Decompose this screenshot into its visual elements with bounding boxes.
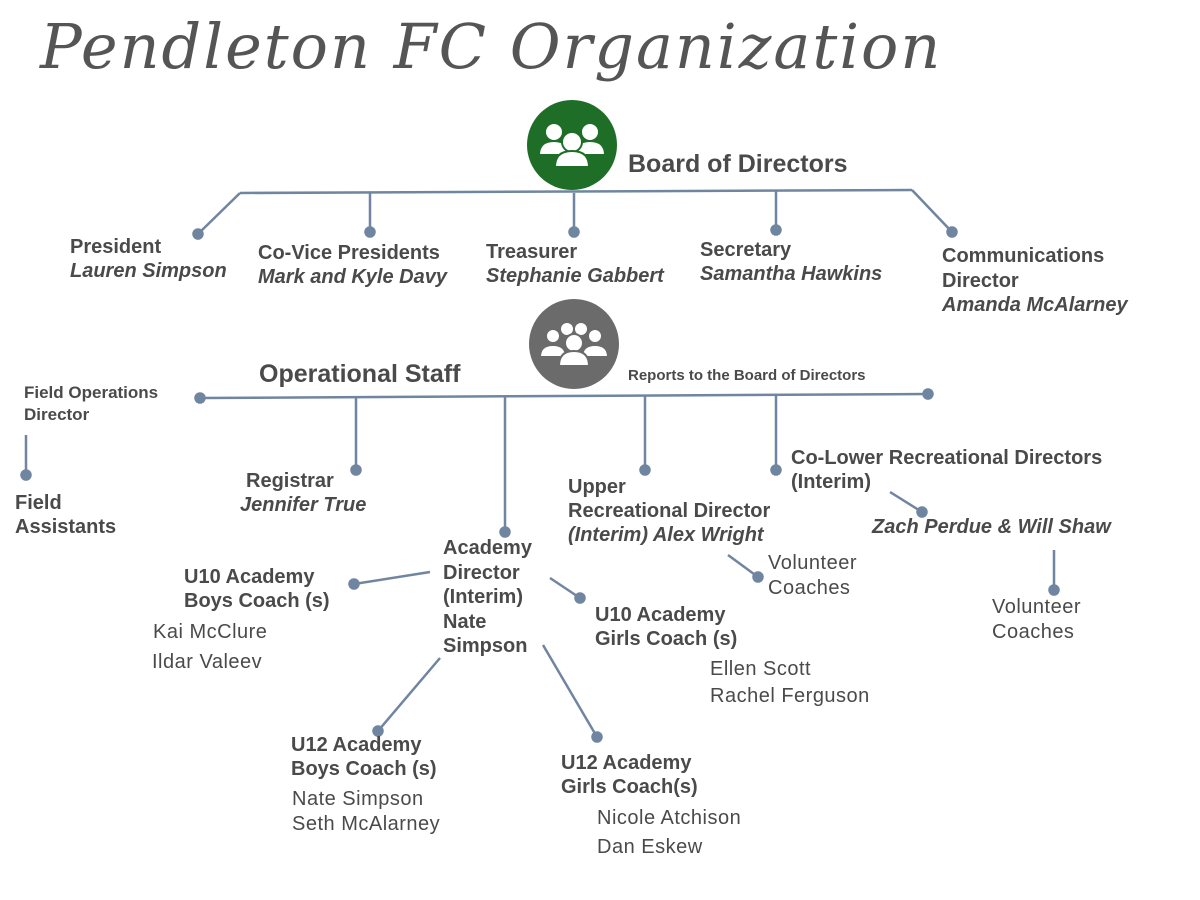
- vice-president-role: Co-Vice Presidents: [258, 242, 440, 264]
- communications-role: Communications: [942, 245, 1105, 267]
- president-name: Lauren Simpson: [70, 260, 227, 282]
- treasurer-role: Treasurer: [486, 241, 578, 263]
- upper-rec-vol2: Coaches: [768, 577, 851, 599]
- board-group-icon: [527, 100, 617, 190]
- communications-role-2: Director: [942, 270, 1019, 292]
- u10-girls-l1: U10 Academy: [595, 604, 726, 626]
- u12-girls-l2: Girls Coach(s): [561, 776, 698, 798]
- vice-president-name: Mark and Kyle Davy: [258, 266, 447, 288]
- academy-l3: (Interim): [443, 586, 523, 608]
- staff-connectors: [20, 388, 1060, 743]
- u10-boys-c2: Ildar Valeev: [152, 651, 263, 673]
- upper-rec-l1: Upper: [568, 476, 626, 498]
- academy-l1: Academy: [443, 537, 532, 559]
- upper-rec-l2: Recreational Director: [568, 500, 771, 522]
- u12-girls-c1: Nicole Atchison: [597, 807, 742, 829]
- field-ops-l2: Director: [24, 405, 90, 424]
- communications-name: Amanda McAlarney: [942, 294, 1128, 316]
- president-role: President: [70, 236, 162, 258]
- lower-rec-vol1: Volunteer: [992, 596, 1082, 618]
- upper-rec-l3: (Interim) Alex Wright: [568, 524, 764, 546]
- lower-rec-l2: (Interim): [791, 471, 871, 493]
- field-assistants-l1: Field: [15, 492, 62, 514]
- u10-boys-l2: Boys Coach (s): [184, 590, 330, 612]
- staff-group-icon: [529, 299, 619, 389]
- u12-boys-l1: U12 Academy: [291, 734, 422, 756]
- field-assistants-l2: Assistants: [15, 516, 117, 538]
- u10-girls-l2: Girls Coach (s): [595, 628, 738, 650]
- secretary-name: Samantha Hawkins: [700, 263, 883, 285]
- u10-girls-c2: Rachel Ferguson: [710, 685, 870, 707]
- academy-l4: Nate: [443, 611, 487, 633]
- u10-boys-l1: U10 Academy: [184, 566, 315, 588]
- u12-girls-c2: Dan Eskew: [597, 836, 703, 858]
- u10-girls-c1: Ellen Scott: [710, 658, 812, 680]
- board-heading: Board of Directors: [628, 150, 848, 178]
- academy-l5: Simpson: [443, 635, 528, 657]
- upper-rec-vol1: Volunteer: [768, 552, 858, 574]
- chart-title: Pendleton FC Organization: [40, 10, 943, 83]
- field-ops-l1: Field Operations: [24, 383, 159, 402]
- u12-boys-l2: Boys Coach (s): [291, 758, 437, 780]
- registrar-name: Jennifer True: [240, 494, 367, 516]
- lower-rec-l1: Co-Lower Recreational Directors: [791, 447, 1103, 469]
- board-connectors: [192, 188, 958, 240]
- treasurer-name: Stephanie Gabbert: [486, 265, 664, 287]
- staff-note: Reports to the Board of Directors: [628, 367, 866, 384]
- secretary-role: Secretary: [700, 239, 792, 261]
- staff-heading: Operational Staff: [259, 360, 461, 388]
- u12-boys-c1: Nate Simpson: [292, 788, 424, 810]
- u12-boys-c2: Seth McAlarney: [292, 813, 441, 835]
- academy-l2: Director: [443, 562, 520, 584]
- registrar-role: Registrar: [246, 470, 334, 492]
- u12-girls-l1: U12 Academy: [561, 752, 692, 774]
- lower-rec-name: Zach Perdue & Will Shaw: [872, 516, 1111, 538]
- u10-boys-c1: Kai McClure: [153, 621, 268, 643]
- lower-rec-vol2: Coaches: [992, 621, 1075, 643]
